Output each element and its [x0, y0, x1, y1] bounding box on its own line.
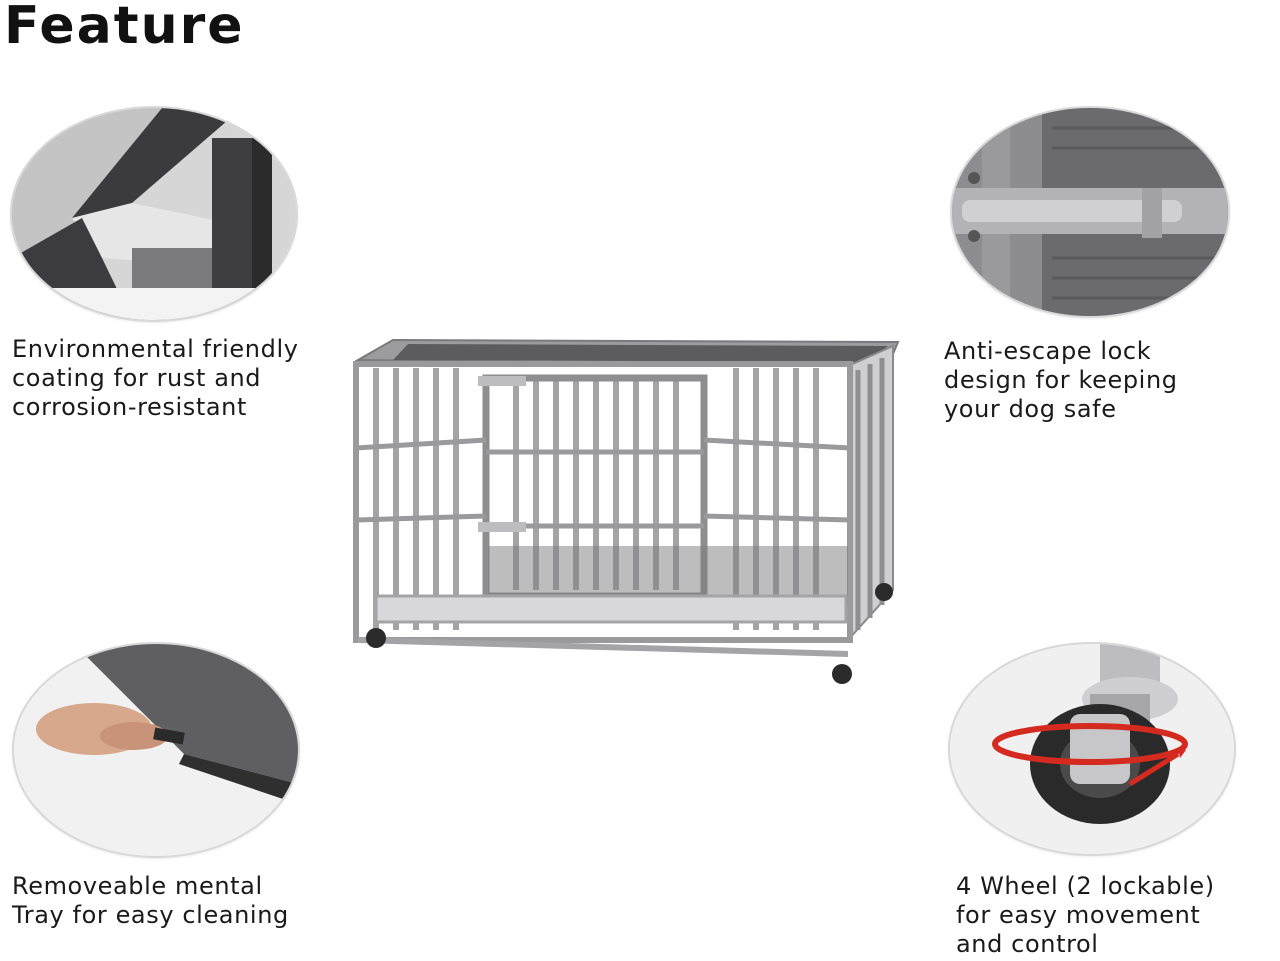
lock-caption-line: Anti-escape lock — [944, 337, 1152, 365]
coating-caption-line: corrosion-resistant — [12, 393, 247, 421]
lock-caption: Anti-escape lock design for keeping your… — [944, 337, 1178, 424]
wheel-caption: 4 Wheel (2 lockable) for easy movement a… — [956, 872, 1215, 959]
lock-caption-line: design for keeping — [944, 366, 1178, 394]
page-title: Feature — [4, 0, 245, 56]
wheel-caption-line: for easy movement — [956, 901, 1201, 929]
wheel-caption-line: and control — [956, 930, 1099, 958]
wheel-detail-image — [948, 642, 1236, 856]
coating-caption: Environmental friendly coating for rust … — [12, 335, 299, 422]
coating-caption-line: Environmental friendly — [12, 335, 299, 363]
coating-caption-line: coating for rust and — [12, 364, 262, 392]
tray-caption-line: Tray for easy cleaning — [12, 901, 289, 929]
dog-crate-image — [348, 330, 900, 690]
tray-caption: Removeable mental Tray for easy cleaning — [12, 872, 289, 930]
lock-detail-image — [950, 106, 1230, 318]
wheel-caption-line: 4 Wheel (2 lockable) — [956, 872, 1215, 900]
tray-caption-line: Removeable mental — [12, 872, 263, 900]
lock-caption-line: your dog safe — [944, 395, 1117, 423]
tray-detail-image — [12, 642, 300, 858]
coating-detail-image — [10, 106, 298, 322]
